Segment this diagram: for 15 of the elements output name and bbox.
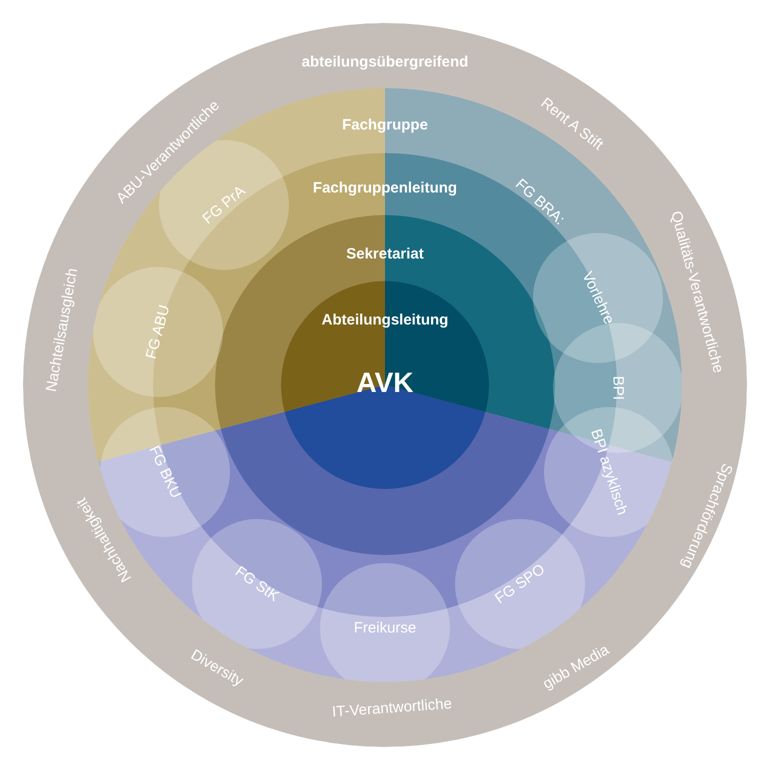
circle-label: FG PrA [200,183,248,227]
circle-label: FG SPO [492,562,548,606]
ring-label: IT-Verantwortliche [332,696,452,720]
ring-title: Sekretariat [346,246,424,262]
center-disc [281,281,489,489]
ring-label: gibb Media [540,642,612,692]
circle-label: Freikurse [354,620,416,636]
circle-label: BPI [610,376,626,400]
center-title: AVK [356,369,414,397]
ring-title: Abteilungsleitung [322,312,448,328]
circle-label: FG BKU [146,444,184,500]
circle-label: FG StK [232,564,282,604]
circle-label: FG ABU [144,304,172,360]
band-title: abteilungsübergreifend [302,54,468,70]
outer-ring [23,23,747,747]
